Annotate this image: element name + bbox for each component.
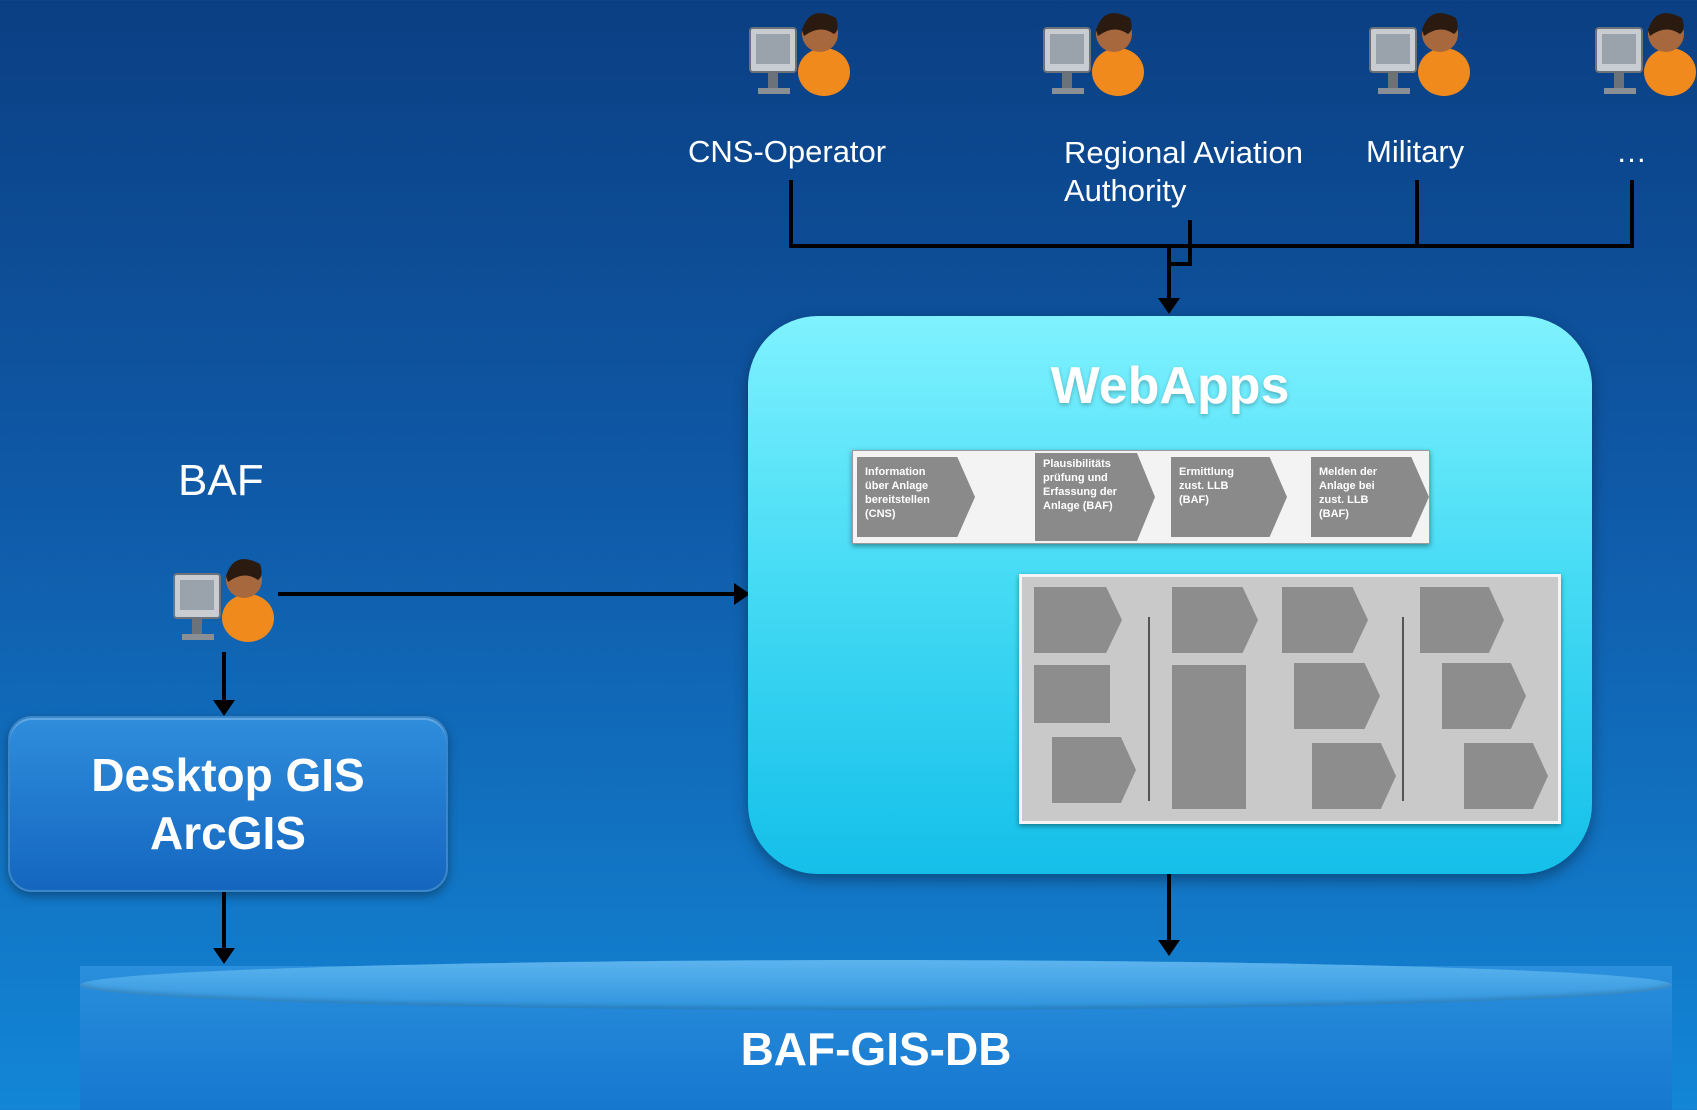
arrowhead-to-webapps: [1158, 298, 1180, 314]
actor-baf-icon: [168, 546, 276, 650]
process-step: Information über Anlage bereitstellen (C…: [857, 457, 975, 537]
connector-military: [1415, 180, 1419, 248]
connector-bus: [789, 244, 1634, 248]
connector-desktop-to-db: [222, 890, 226, 950]
detail-step: [1442, 663, 1526, 729]
desktop-gis-box: Desktop GIS ArcGIS: [8, 716, 448, 892]
database-cylinder-top: [80, 960, 1672, 1010]
actor-military-icon: [1364, 0, 1472, 104]
connector-step: [1167, 262, 1192, 266]
actor-more-icon: [1590, 0, 1697, 104]
connector-drop: [1167, 248, 1171, 300]
process-step: Plausibilitäts prüfung und Erfassung der…: [1035, 453, 1155, 541]
connector-more: [1630, 180, 1634, 248]
detail-note: [1172, 665, 1246, 809]
actor-regional-aviation-authority-icon: [1038, 0, 1146, 104]
detail-step: [1034, 587, 1122, 653]
connector-cns: [789, 180, 793, 248]
desktop-gis-title: Desktop GIS: [91, 749, 365, 801]
detail-step: [1172, 587, 1258, 653]
process-step: Melden der Anlage bei zust. LLB (BAF): [1311, 457, 1429, 537]
detail-step: [1052, 737, 1136, 803]
detail-step: [1420, 587, 1504, 653]
arrowhead-baf-to-desktop: [213, 700, 235, 716]
webapps-box: WebApps Information über Anlage bereitst…: [748, 316, 1592, 874]
detail-note: [1034, 665, 1110, 723]
database-title: BAF-GIS-DB: [740, 1023, 1012, 1075]
detail-step: [1464, 743, 1548, 809]
webapps-title: WebApps: [1050, 357, 1290, 415]
arrowhead-baf-to-webapps: [734, 583, 750, 605]
arrowhead-desktop-to-db: [213, 948, 235, 964]
connector-baf-to-desktop: [222, 652, 226, 704]
actor-cns-operator-label: CNS-Operator: [688, 134, 887, 169]
process-flow-detail-thumbnail: [1019, 574, 1561, 824]
actor-more-label: …: [1616, 134, 1647, 169]
process-step: Ermittlung zust. LLB (BAF): [1171, 457, 1287, 537]
process-flow-overview: Information über Anlage bereitstellen (C…: [852, 450, 1430, 544]
detail-step: [1312, 743, 1396, 809]
detail-step: [1294, 663, 1380, 729]
actor-regional-aviation-authority-label: Regional Aviation Authority: [1064, 135, 1303, 208]
arrowhead-webapps-to-db: [1158, 940, 1180, 956]
actor-cns-operator-icon: [744, 0, 852, 104]
desktop-gis-subtitle: ArcGIS: [150, 807, 306, 859]
connector-baf-to-webapps: [278, 592, 738, 596]
detail-step: [1282, 587, 1368, 653]
actor-military-label: Military: [1366, 134, 1465, 169]
connector-webapps-to-db: [1167, 874, 1171, 942]
actor-baf-label: BAF: [178, 456, 264, 505]
connector-raa: [1188, 220, 1192, 266]
